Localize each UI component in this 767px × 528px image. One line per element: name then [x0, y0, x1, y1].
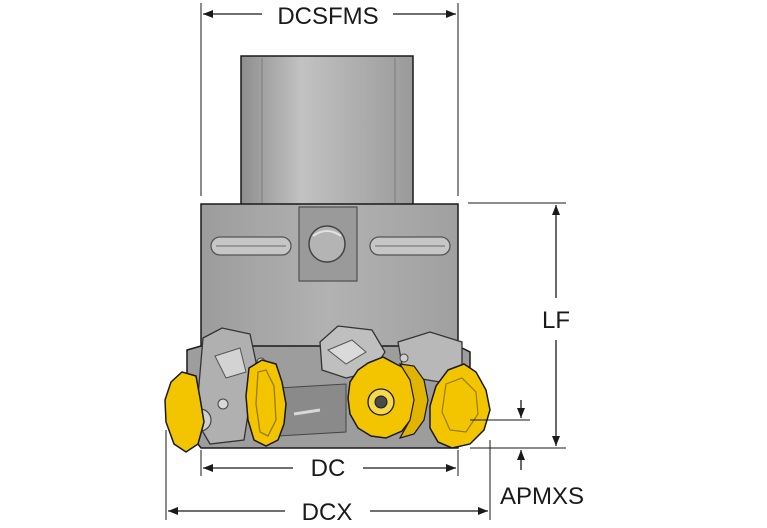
dimension-apmxs: APMXS	[470, 400, 584, 510]
label-lf: LF	[542, 307, 570, 334]
dimension-dc: DC	[200, 450, 459, 482]
label-apmxs: APMXS	[500, 483, 584, 510]
dimension-lf: LF	[468, 202, 570, 449]
insert-front-left	[245, 359, 287, 447]
cutter-shank	[240, 55, 414, 207]
insert-right	[429, 363, 491, 449]
insert-left	[164, 371, 205, 453]
cutter-body	[200, 203, 459, 355]
cutter-head	[186, 325, 471, 449]
label-dc: DC	[311, 455, 346, 482]
center-screw	[308, 225, 346, 263]
dimension-dcx: DCX	[165, 430, 491, 526]
insert-front-center	[347, 356, 429, 439]
dimension-dcsfms: DCSFMS	[200, 3, 459, 196]
label-dcx: DCX	[302, 499, 353, 523]
label-dcsfms: DCSFMS	[277, 3, 378, 30]
